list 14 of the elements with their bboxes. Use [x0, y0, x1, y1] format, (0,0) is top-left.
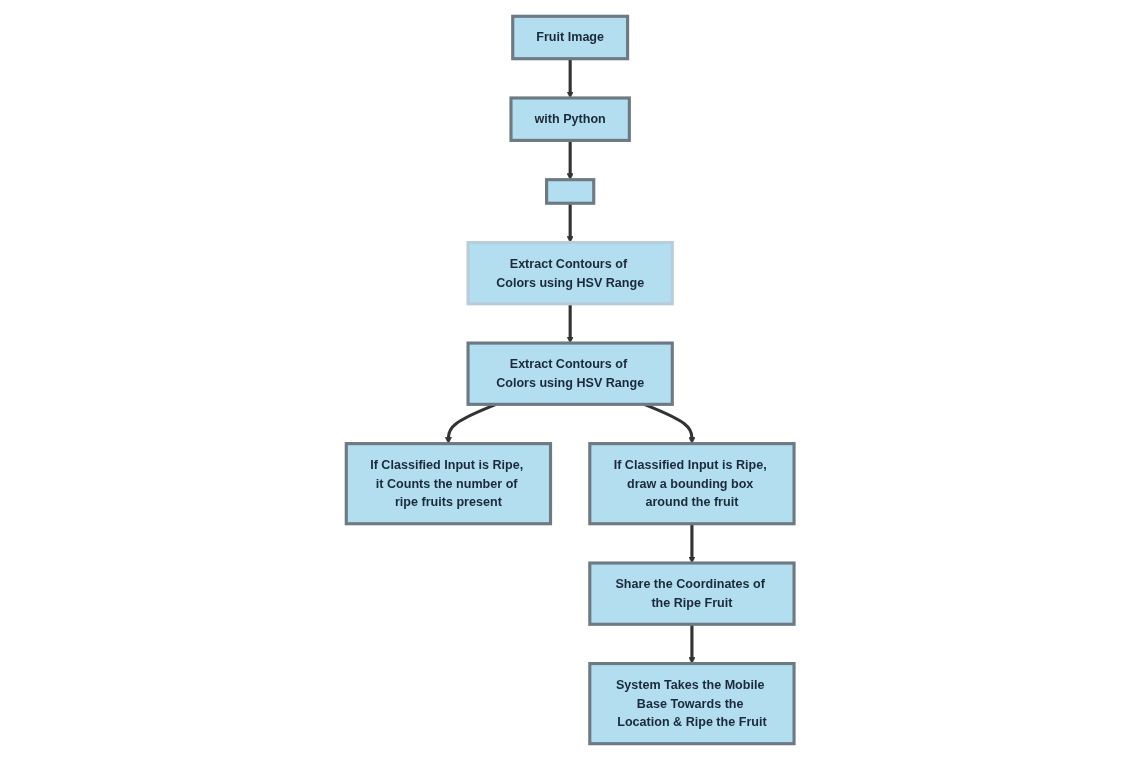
arrow: [688, 624, 696, 664]
node-box: [545, 178, 596, 205]
node-box: with Python: [509, 96, 632, 142]
node-box: If Classified Input is Ripe, it Counts the number of ripe fruits present: [345, 442, 553, 526]
arrow: [688, 523, 696, 564]
node-box: Extract Contours of Colors using HSV Range: [466, 240, 675, 306]
arrow: [567, 140, 574, 180]
node-box: Fruit Image: [511, 14, 630, 61]
arrow: [567, 203, 574, 243]
arrow: [567, 303, 574, 344]
node-box: If Classified Input is Ripe, draw a bounding box around the fruit: [588, 442, 796, 526]
node-box: System Takes the Mobile Base Towards the Location & Ripe the Fruit: [588, 662, 796, 746]
node-box: Extract Contours of Colors using HSV Range: [466, 341, 675, 406]
node-box: Share the Coordinates of the Ripe Fruit: [588, 561, 796, 626]
